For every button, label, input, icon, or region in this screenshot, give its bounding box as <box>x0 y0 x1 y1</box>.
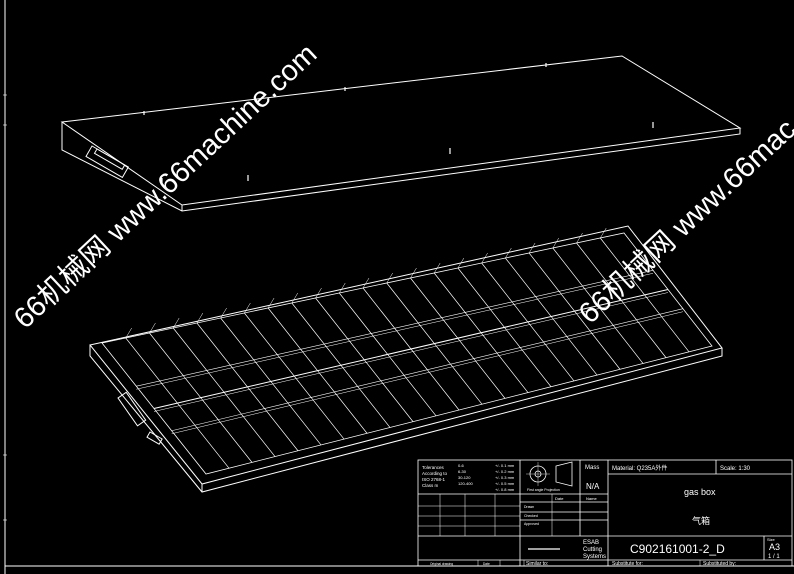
partition-line <box>433 262 441 274</box>
partition-line <box>196 312 204 324</box>
partition-line <box>244 302 251 314</box>
partition-line <box>171 311 684 435</box>
partition-line <box>267 297 275 309</box>
partition-line <box>505 247 512 259</box>
approved-label: Approved <box>524 522 539 526</box>
company-line-1: ESAB <box>583 540 599 546</box>
title-chinese: 气箱 <box>692 515 710 526</box>
original-drawing-label: Original drawing <box>430 562 453 566</box>
sheet-number: 1 / 1 <box>768 554 780 560</box>
mass-label: Mass <box>585 465 599 471</box>
partition-line <box>600 227 607 239</box>
tolerance-value: +/- 0.3 mm <box>495 475 515 480</box>
partition-line <box>172 317 180 329</box>
partition-line <box>153 292 669 412</box>
checked-label: Checked <box>524 514 538 518</box>
bottom-date-label: Date <box>483 562 490 566</box>
partition-grid <box>125 227 690 469</box>
size-value: A3 <box>769 542 780 552</box>
tolerance-value: +/- 0.8 mm <box>495 487 515 492</box>
tolerance-value: +/- 0.2 mm <box>495 469 515 474</box>
tolerance-heading-3: ISO 2768-1 <box>422 477 446 482</box>
partition-line <box>410 267 417 279</box>
partition-line <box>136 273 654 390</box>
tolerance-range: 0-6 <box>458 463 465 468</box>
partition-line <box>552 237 560 249</box>
partition-line <box>457 257 465 269</box>
tolerance-value: +/- 0.1 mm <box>495 463 515 468</box>
partition-line <box>136 269 654 387</box>
tolerance-heading-2: According to <box>422 471 448 476</box>
tolerance-range: 120-400 <box>458 481 473 486</box>
partition-line <box>528 242 536 254</box>
tolerance-range: 6-30 <box>458 469 467 474</box>
lid-handle <box>85 145 130 179</box>
tolerance-heading-4: Class m <box>422 483 439 488</box>
partition-line <box>291 292 299 304</box>
partition-line <box>576 232 583 244</box>
substituted-by-label: Substituted by: <box>703 561 736 567</box>
partition-line <box>315 287 322 299</box>
tolerance-range: 30-120 <box>458 475 471 480</box>
lid-part <box>60 55 742 212</box>
partition-line <box>339 282 346 294</box>
drawn-label: Drawn <box>524 505 534 509</box>
title-block: Tolerances According to ISO 2768-1 Class… <box>417 459 793 567</box>
scale-label: Scale: 1:30 <box>720 466 751 472</box>
lid-tabs <box>143 63 654 183</box>
tolerance-heading-1: Tolerances <box>422 465 445 470</box>
material-label: Material: Q235A外件 <box>612 464 667 472</box>
size-label: Size <box>767 537 776 542</box>
date-label: Date <box>555 496 564 501</box>
partition-line <box>362 277 370 289</box>
mass-value: N/A <box>586 482 600 491</box>
watermark-left: 66机械网 www.66machine.com <box>7 37 323 335</box>
partition-line <box>149 322 156 334</box>
partition-line <box>171 308 684 432</box>
partition-line <box>481 252 488 264</box>
similar-to-label: Similar to: <box>526 561 548 567</box>
partition-line <box>153 289 669 409</box>
title-english: gas box <box>684 487 716 497</box>
partition-line <box>220 307 227 319</box>
tolerance-value: +/- 0.5 mm <box>495 481 515 486</box>
partition-line <box>125 327 132 339</box>
partition-line <box>386 272 393 284</box>
drawing-number: C902161001-2_D <box>630 542 725 556</box>
company-line-3: Systems <box>583 554 606 560</box>
box-side-handle <box>117 391 163 445</box>
substitute-for-label: Substitute for: <box>612 561 643 567</box>
box-part <box>89 225 723 493</box>
projection-label: First angle Projection <box>527 488 560 492</box>
company-line-2: Cutting <box>583 547 602 553</box>
projection-symbol-icon <box>526 461 573 487</box>
name-label: Name <box>586 496 597 501</box>
